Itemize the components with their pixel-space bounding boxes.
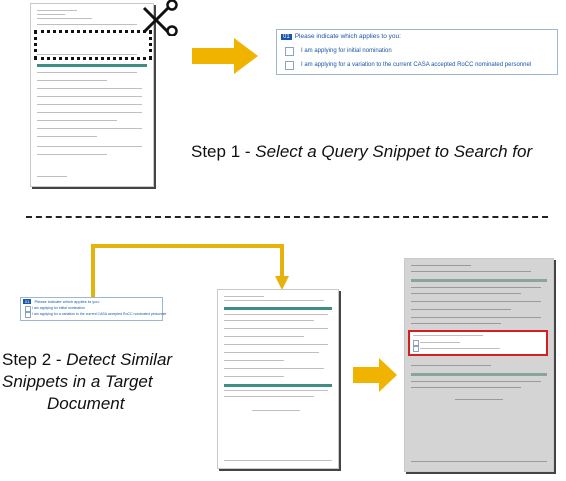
step1-caption: Step 1 - Select a Query Snippet to Searc… (191, 142, 533, 161)
right-arrow-icon (192, 38, 260, 74)
target-document (217, 289, 339, 469)
result-document (404, 258, 554, 472)
option1-label: I am applying for initial nomination (301, 48, 392, 54)
right-arrow-icon-step2 (353, 358, 399, 392)
option1-checkbox[interactable] (285, 47, 294, 56)
question-number: 01 (281, 34, 292, 40)
option2-checkbox[interactable] (285, 61, 294, 70)
detected-snippet-highlight (408, 330, 548, 356)
divider (26, 216, 548, 218)
option2-label: I am applying for a variation to the cur… (301, 62, 532, 68)
step2-caption: Step 2 - Detect Similar Snippets in a Ta… (2, 350, 173, 413)
scissors-icon (138, 0, 180, 37)
selection-box (34, 30, 152, 60)
source-document (30, 3, 154, 187)
question-text: Please indicate which applies to you: (294, 33, 401, 40)
